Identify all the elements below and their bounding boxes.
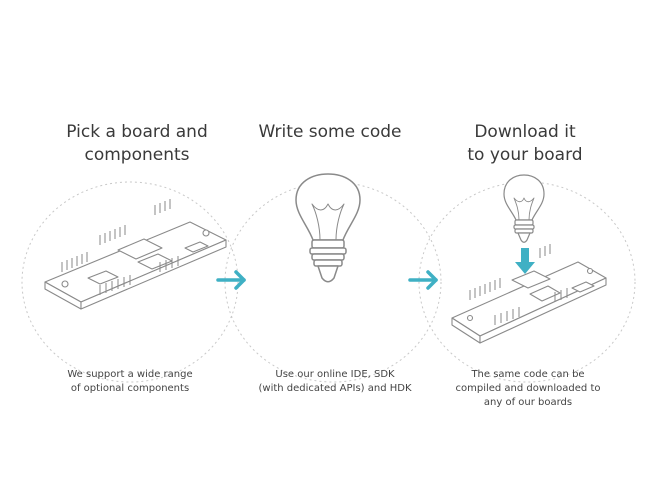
step2-caption: Use our online IDE, SDK (with dedicated …	[258, 369, 412, 394]
circuit-board-icon	[451, 244, 607, 344]
step3-circle	[418, 181, 636, 383]
step1-circle	[21, 181, 239, 383]
circuit-board-icon	[44, 199, 227, 310]
lightbulb-icon	[503, 174, 545, 243]
step2-circle	[224, 181, 442, 383]
arrow-right-icon	[216, 270, 246, 290]
step3-caption: The same code can be compiled and downlo…	[455, 369, 601, 408]
arrow-right-icon	[408, 270, 438, 290]
step1-caption: We support a wide range of optional comp…	[67, 369, 193, 394]
download-arrow-icon	[515, 248, 535, 274]
step2-title: Write some code	[258, 122, 402, 142]
lightbulb-icon	[295, 173, 361, 283]
step1-title: Pick a board and components	[66, 122, 208, 165]
step3-title: Download it to your board	[467, 122, 583, 165]
